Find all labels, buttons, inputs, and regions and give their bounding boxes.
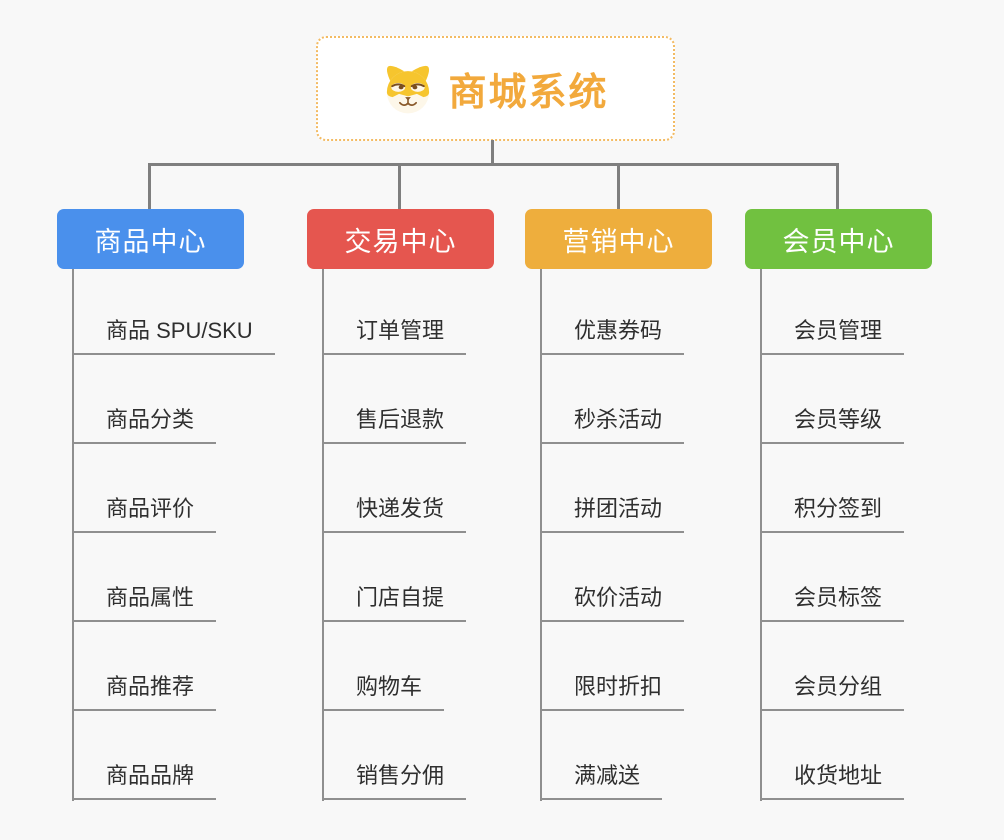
connector-horizontal-bar — [148, 163, 839, 166]
child-node[interactable]: 优惠券码 — [540, 317, 685, 355]
child-node[interactable]: 商品属性 — [72, 584, 217, 622]
child-node[interactable]: 会员分组 — [760, 673, 905, 711]
branch-trunk-line — [322, 269, 324, 801]
connector-drop-member — [836, 163, 839, 209]
child-node[interactable]: 购物车 — [322, 673, 445, 711]
branch-trunk-line — [72, 269, 74, 801]
branch-trunk-line — [760, 269, 762, 801]
root-node[interactable]: 商城系统 — [316, 36, 675, 141]
branch-node-trade-center[interactable]: 交易中心 — [307, 209, 494, 269]
child-node[interactable]: 收货地址 — [760, 762, 905, 800]
child-node[interactable]: 销售分佣 — [322, 762, 467, 800]
child-node[interactable]: 商品 SPU/SKU — [72, 317, 275, 355]
child-node[interactable]: 满减送 — [540, 762, 663, 800]
branch-node-product-center[interactable]: 商品中心 — [57, 209, 244, 269]
child-node[interactable]: 商品分类 — [72, 406, 217, 444]
child-node[interactable]: 售后退款 — [322, 406, 467, 444]
branch-marketing-center: 营销中心 优惠券码 秒杀活动 拼团活动 砍价活动 限时折扣 满减送 — [525, 209, 785, 801]
child-node[interactable]: 会员等级 — [760, 406, 905, 444]
connector-drop-trade — [398, 163, 401, 209]
dog-face-icon — [387, 65, 430, 113]
branch-node-marketing-center[interactable]: 营销中心 — [525, 209, 712, 269]
branch-member-center: 会员中心 会员管理 会员等级 积分签到 会员标签 会员分组 收货地址 — [745, 209, 1004, 801]
child-node[interactable]: 商品评价 — [72, 495, 217, 533]
child-node[interactable]: 积分签到 — [760, 495, 905, 533]
child-node[interactable]: 拼团活动 — [540, 495, 685, 533]
connector-drop-marketing — [617, 163, 620, 209]
child-node[interactable]: 订单管理 — [322, 317, 467, 355]
branch-item-list: 优惠券码 秒杀活动 拼团活动 砍价活动 限时折扣 满减送 — [540, 269, 685, 800]
child-node[interactable]: 秒杀活动 — [540, 406, 685, 444]
root-title: 商城系统 — [448, 72, 609, 114]
child-node[interactable]: 会员管理 — [760, 317, 905, 355]
child-node[interactable]: 会员标签 — [760, 584, 905, 622]
connector-drop-product — [148, 163, 151, 209]
child-node[interactable]: 快递发货 — [322, 495, 467, 533]
child-node[interactable]: 限时折扣 — [540, 673, 685, 711]
branch-trunk-line — [540, 269, 542, 801]
connector-root-stub — [491, 140, 494, 166]
branch-item-list: 商品 SPU/SKU 商品分类 商品评价 商品属性 商品推荐 商品品牌 — [72, 269, 275, 800]
branch-trade-center: 交易中心 订单管理 售后退款 快递发货 门店自提 购物车 销售分佣 — [307, 209, 567, 801]
branch-product-center: 商品中心 商品 SPU/SKU 商品分类 商品评价 商品属性 商品推荐 商品品牌 — [57, 209, 317, 801]
branch-node-member-center[interactable]: 会员中心 — [745, 209, 932, 269]
branch-item-list: 订单管理 售后退款 快递发货 门店自提 购物车 销售分佣 — [322, 269, 467, 800]
child-node[interactable]: 商品推荐 — [72, 673, 217, 711]
child-node[interactable]: 砍价活动 — [540, 584, 685, 622]
branch-item-list: 会员管理 会员等级 积分签到 会员标签 会员分组 收货地址 — [760, 269, 905, 800]
child-node[interactable]: 门店自提 — [322, 584, 467, 622]
child-node[interactable]: 商品品牌 — [72, 762, 217, 800]
